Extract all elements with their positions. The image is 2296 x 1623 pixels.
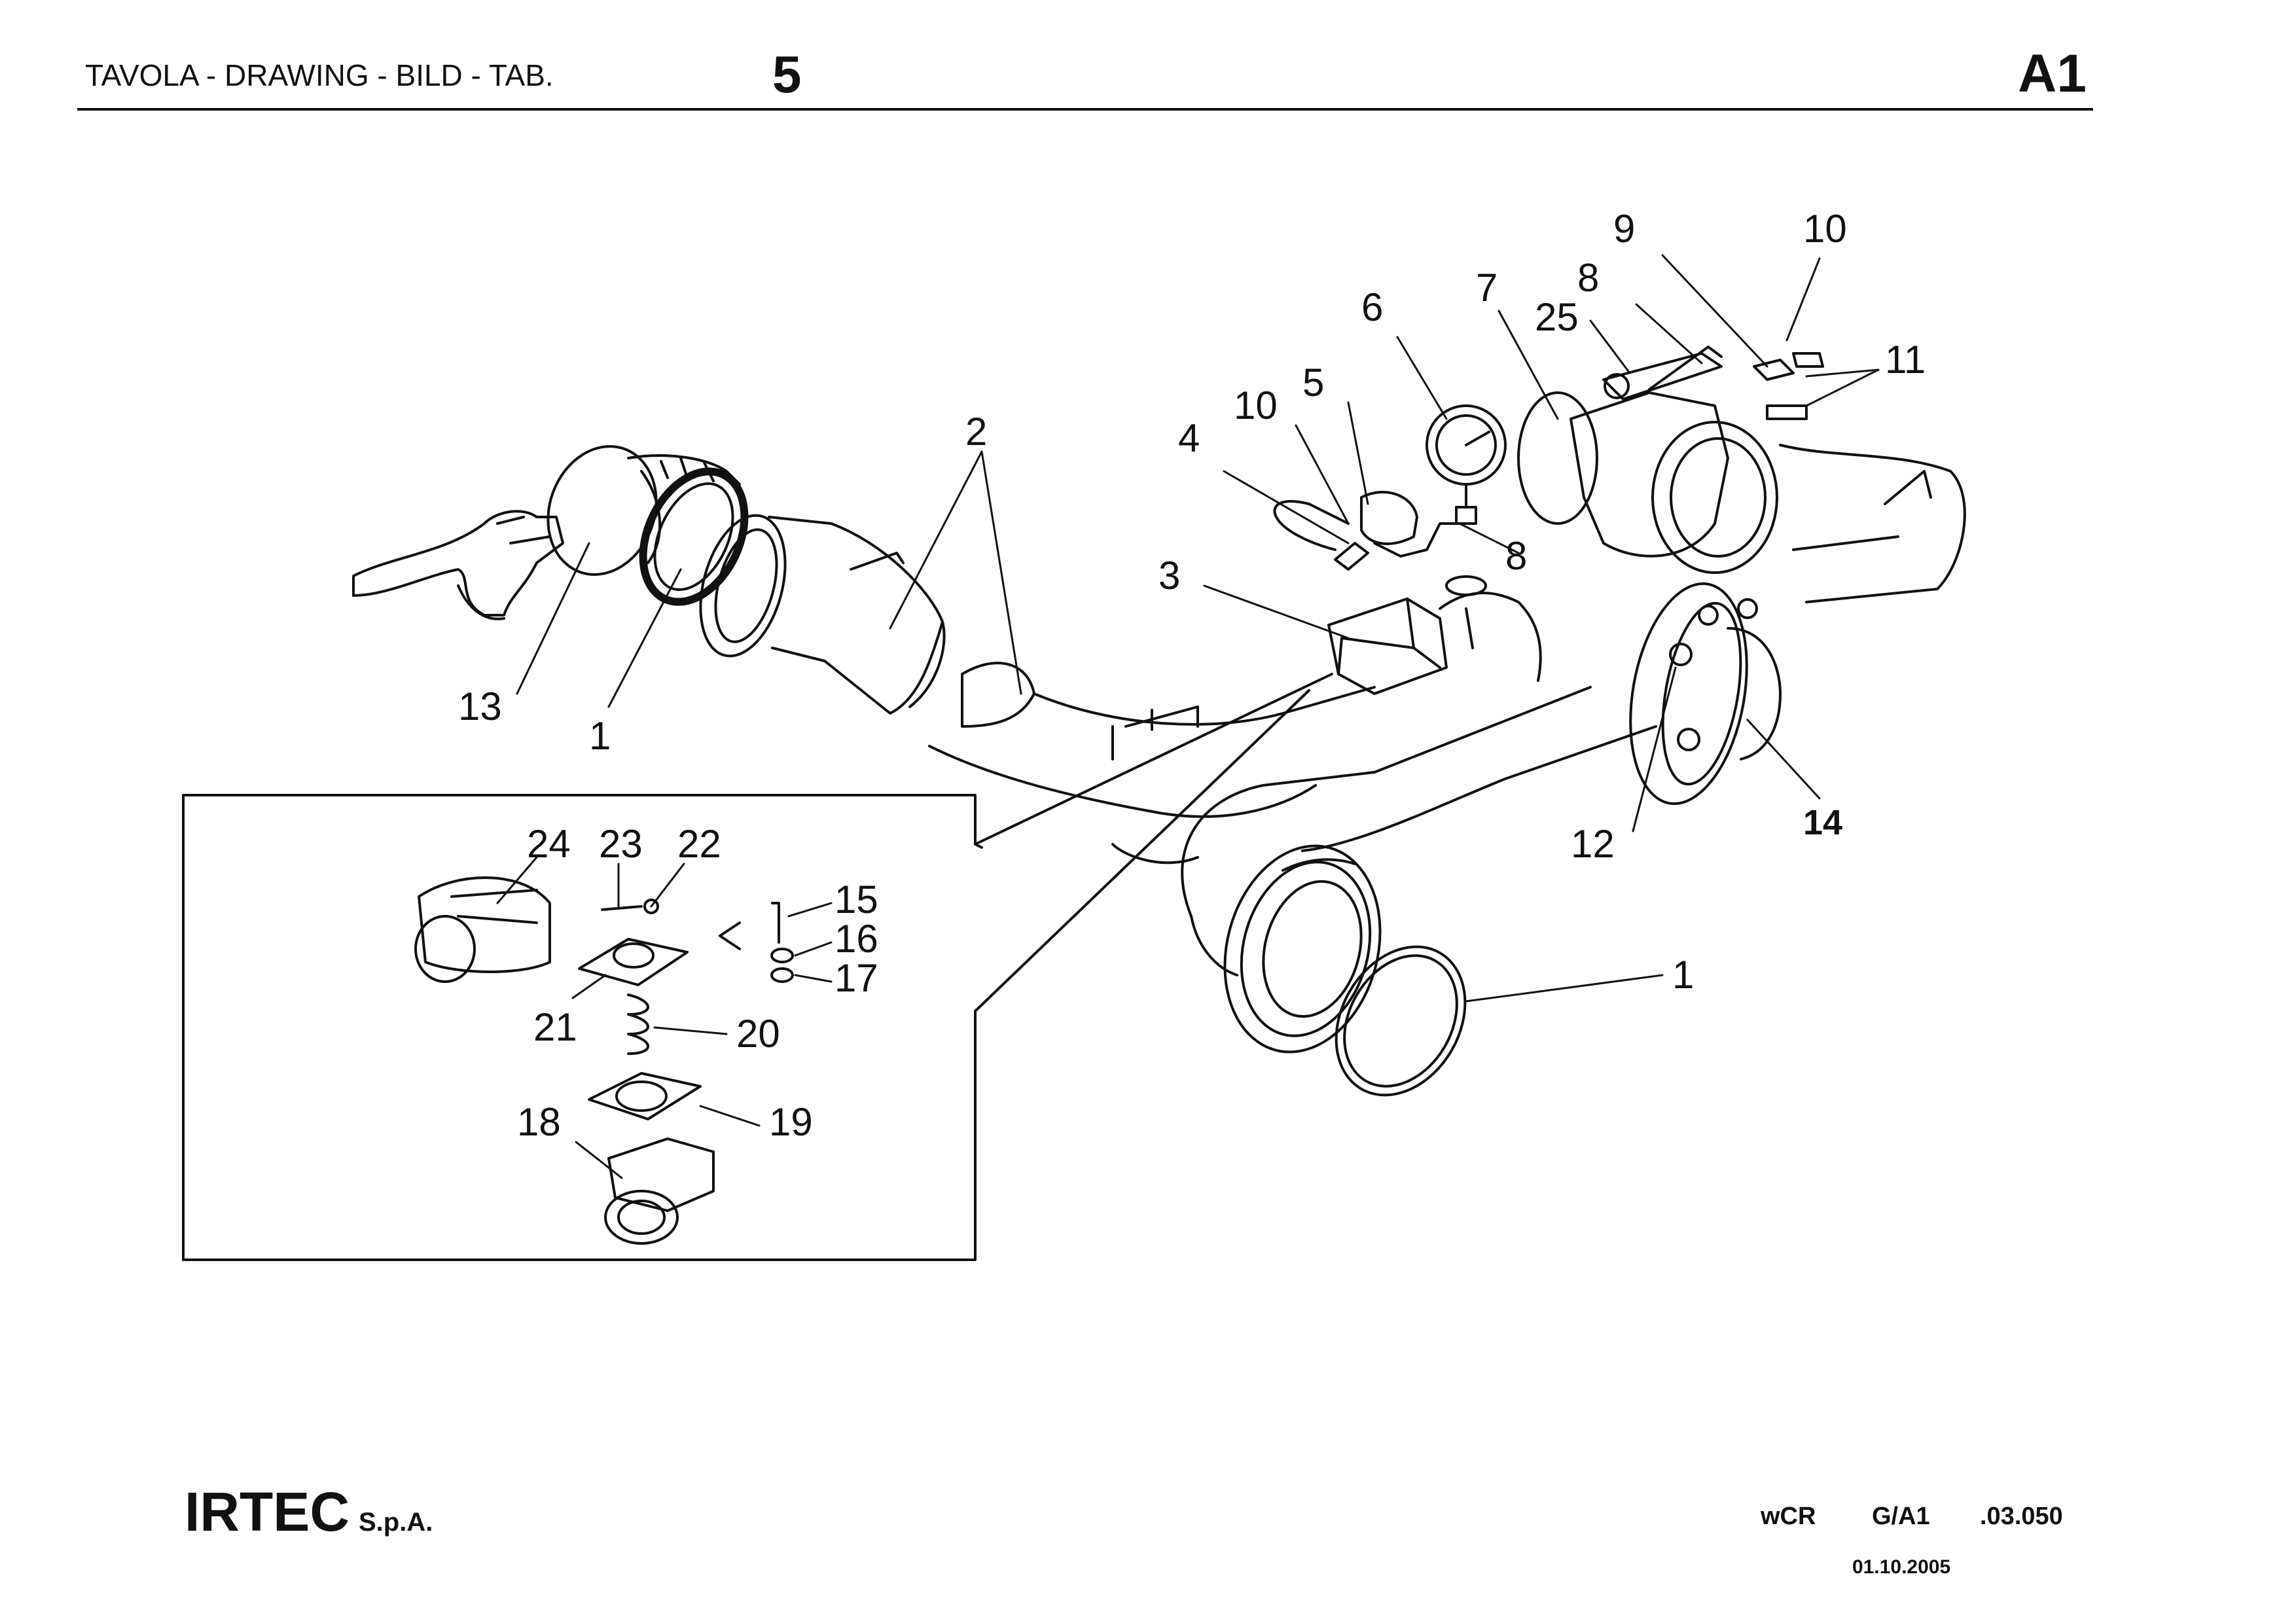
header-rule	[77, 108, 2093, 111]
callout-21: 21	[533, 1005, 577, 1049]
doc-code-1: wCR	[1761, 1503, 1816, 1530]
doc-code-2: G/A1	[1872, 1503, 1930, 1530]
callout-1-lower: 1	[1672, 953, 1694, 997]
drawing-title: TAVOLA - DRAWING - BILD - TAB.	[85, 58, 554, 92]
callout-20: 20	[736, 1012, 780, 1056]
callout-8-upper: 8	[1577, 256, 1599, 300]
company-suffix: S.p.A.	[359, 1508, 433, 1537]
company-name: IRTEC	[185, 1481, 350, 1543]
callout-labels: 13 1 2 3 4 10 5 6 7 25 8 9 10 11 8 12 14…	[458, 207, 1926, 1144]
part-1-gasket-ring-lower	[1335, 945, 1467, 1097]
callout-4: 4	[1178, 416, 1200, 460]
callout-2: 2	[965, 410, 987, 454]
doc-code-3: .03.050	[1980, 1503, 2063, 1530]
callout-14: 14	[1803, 803, 1842, 842]
table-number: 5	[772, 45, 802, 103]
detail-inset	[182, 673, 1333, 1261]
callout-13: 13	[458, 685, 502, 728]
callout-11: 11	[1885, 338, 1926, 382]
callout-8-lower: 8	[1505, 534, 1527, 578]
callout-1-upper: 1	[589, 714, 611, 758]
callout-25: 25	[1535, 295, 1579, 339]
callout-16: 16	[834, 917, 878, 961]
callout-10-right: 10	[1803, 207, 1847, 251]
part-2-pipe-sections	[699, 514, 1376, 865]
callout-10-left: 10	[1234, 383, 1278, 427]
callout-19: 19	[769, 1100, 813, 1144]
company-logo-text: IRTEC S.p.A.	[185, 1480, 433, 1544]
callout-12: 12	[1571, 822, 1615, 866]
main-elbow-body	[1181, 575, 1782, 1054]
callout-22: 22	[677, 822, 721, 866]
valve-assembly	[1273, 346, 1966, 603]
callout-3: 3	[1158, 554, 1180, 597]
callout-6: 6	[1361, 285, 1383, 329]
callout-7: 7	[1476, 266, 1498, 310]
callout-15: 15	[834, 878, 878, 921]
callout-17: 17	[834, 956, 878, 1000]
sheet-code: A1	[2018, 44, 2087, 103]
callout-24: 24	[527, 822, 571, 866]
callout-18: 18	[517, 1100, 561, 1144]
leader-lines	[496, 254, 1880, 1179]
callout-23: 23	[599, 822, 643, 866]
doc-date: 01.10.2005	[1852, 1556, 1951, 1578]
callout-5: 5	[1302, 361, 1324, 404]
callout-9: 9	[1613, 207, 1635, 251]
